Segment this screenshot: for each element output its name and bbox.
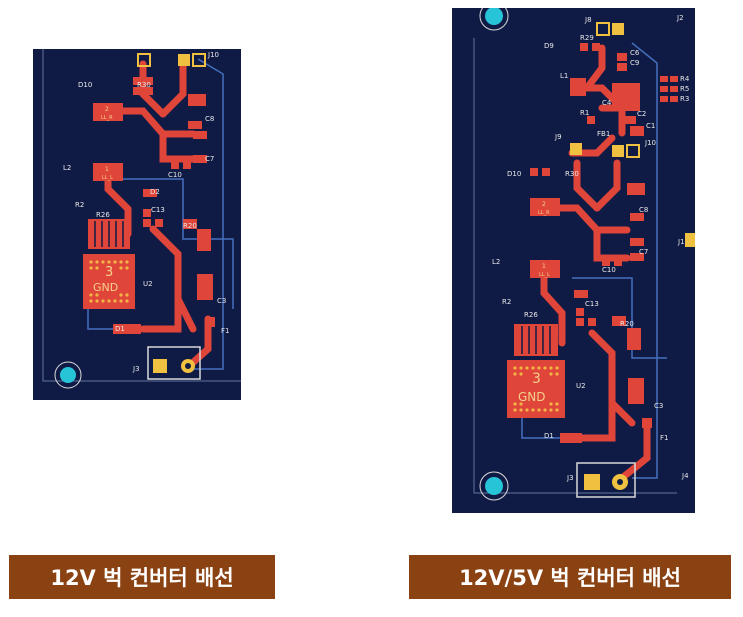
ref-j9: J9 (554, 133, 562, 141)
ref-j4: J4 (681, 472, 689, 480)
ref-r26: R26 (96, 211, 110, 219)
ll-r-pad-number: 2 (542, 201, 546, 208)
gnd-pad-number: 3 (532, 371, 541, 387)
ll-r-pad (530, 198, 560, 216)
ref-c13: C13 (151, 206, 165, 214)
gnd-pad-label: GND (93, 281, 118, 294)
j3-connector (147, 346, 201, 380)
ref-j10: J10 (207, 51, 219, 59)
j3-connector (576, 462, 636, 498)
ref-d10: D10 (507, 170, 521, 178)
ref-r30: R30 (137, 81, 151, 89)
ref-r5: R5 (680, 85, 689, 93)
ref-j10: J10 (644, 139, 656, 147)
ref-r2: R2 (75, 201, 84, 209)
ll-l-pad (530, 260, 560, 278)
ll-l-pad-label: LL_L (102, 175, 113, 181)
ll-r-pad-number: 2 (105, 106, 109, 113)
ref-d10: D10 (78, 81, 92, 89)
ref-c3: C3 (217, 297, 226, 305)
ref-r2: R2 (502, 298, 511, 306)
left-pcb-view: 2 LL_R 1 LL_L 3 GND J10 D1 (33, 49, 241, 400)
ref-l1: L1 (560, 72, 568, 80)
ref-r3: R3 (680, 95, 689, 103)
ref-c7: C7 (205, 155, 214, 163)
ll-l-pad-number: 1 (542, 263, 546, 270)
ref-c8: C8 (639, 206, 648, 214)
left-pcb-canvas: 2 LL_R 1 LL_L 3 GND J10 D1 (42, 49, 241, 389)
left-caption: 12V 벅 컨버터 배선 (9, 555, 275, 599)
ref-c10: C10 (168, 171, 182, 179)
ref-u2: U2 (143, 280, 153, 288)
ref-c6: C6 (630, 49, 640, 57)
ll-l-pad-label: LL_L (539, 272, 550, 278)
ref-r29: R29 (580, 34, 594, 42)
ref-c7: C7 (639, 248, 648, 256)
mount-hole-bottom (479, 471, 509, 501)
gnd-pad-label: GND (518, 390, 546, 404)
right-caption: 12V/5V 벅 컨버터 배선 (409, 555, 731, 599)
ref-r20: R20 (183, 222, 197, 230)
gnd-pad-number: 3 (105, 265, 113, 280)
ref-c3: C3 (654, 402, 663, 410)
ref-j8: J8 (584, 16, 592, 24)
ref-c9: C9 (630, 59, 639, 67)
ref-c4: C4 (602, 99, 612, 107)
ref-f1: F1 (660, 434, 668, 442)
ref-c10: C10 (602, 266, 616, 274)
mount-hole (54, 361, 82, 389)
ref-r4: R4 (680, 75, 690, 83)
ref-j3: J3 (566, 474, 574, 482)
5v-regulator-ic (612, 83, 640, 111)
right-pcb-view: 2 LL_R 1 LL_L 3 GND (452, 8, 695, 513)
ref-u2: U2 (576, 382, 586, 390)
ref-c1: C1 (646, 122, 655, 130)
ll-l-pad (93, 163, 123, 181)
ref-j3: J3 (132, 365, 140, 373)
ref-j1: J1 (677, 238, 685, 246)
mount-hole-top (479, 8, 509, 31)
ll-r-pad (93, 103, 123, 121)
ll-l-pad-number: 1 (105, 166, 109, 173)
ref-c13: C13 (585, 300, 599, 308)
ref-r1: R1 (580, 109, 589, 117)
ref-d9: D9 (544, 42, 554, 50)
ll-r-pad-label: LL_R (101, 115, 113, 121)
ref-j2: J2 (676, 14, 684, 22)
gnd-pad (507, 360, 565, 418)
ref-c8: C8 (205, 115, 214, 123)
ref-f1: F1 (221, 327, 229, 335)
ref-r26: R26 (524, 311, 538, 319)
ref-r20: R20 (620, 320, 634, 328)
ll-r-pad-label: LL_R (538, 210, 550, 216)
ref-r30: R30 (565, 170, 579, 178)
ref-d2: D2 (150, 188, 160, 196)
ref-fb1: FB1 (597, 130, 610, 138)
ref-d1: D1 (544, 432, 554, 440)
ref-l2: L2 (63, 164, 71, 172)
right-pcb-canvas: 2 LL_R 1 LL_L 3 GND (473, 8, 695, 501)
ref-l2: L2 (492, 258, 500, 266)
ref-c2: C2 (637, 110, 646, 118)
ref-d1: D1 (115, 325, 125, 333)
